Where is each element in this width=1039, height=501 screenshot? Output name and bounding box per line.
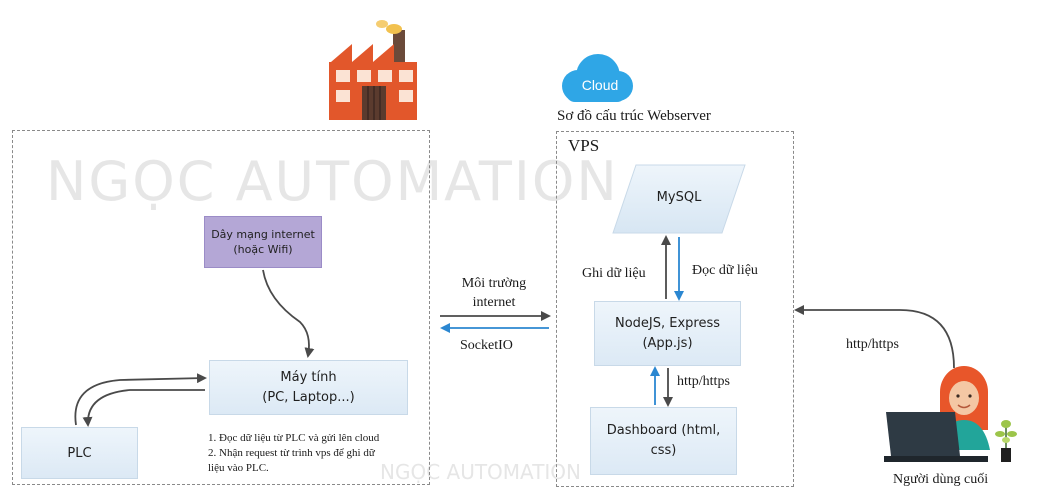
vps-panel-border [556,131,794,487]
write-data-label: Ghi dữ liệu [582,266,646,281]
network-cable-box: Dây mạng internet (hoặc Wifi) [204,216,322,268]
nodejs-box: NodeJS, Express (App.js) [594,301,741,366]
mysql-label: MySQL [656,190,702,205]
notes-line-3: liệu vào PLC. [208,462,269,474]
notes-line-2: 2. Nhận request từ trình vps để ghi dữ [208,447,375,459]
watermark-small: NGỌC AUTOMATION [380,460,582,484]
vps-label: VPS [568,136,600,155]
plc-box: PLC [21,427,138,479]
read-data-label: Đọc dữ liệu [692,263,758,278]
computer-box: Máy tính (PC, Laptop...) [209,360,408,415]
watermark-large: NGỌC AUTOMATION [46,150,619,213]
left-panel-border [12,130,430,485]
dashboard-box: Dashboard (html, css) [590,407,737,475]
end-user-label: Người dùng cuối [893,472,989,487]
cloud-label: Cloud [581,77,619,93]
http-user-label: http/https [846,337,899,352]
http-inner-label: http/https [677,374,730,389]
internet-env-label: Môi trường internet [461,276,527,310]
diagram-title: Sơ đồ cấu trúc Webserver [557,108,711,124]
socketio-label: SocketIO [460,338,513,353]
notes-line-1: 1. Đọc dữ liệu từ PLC và gửi lên cloud [208,432,380,444]
